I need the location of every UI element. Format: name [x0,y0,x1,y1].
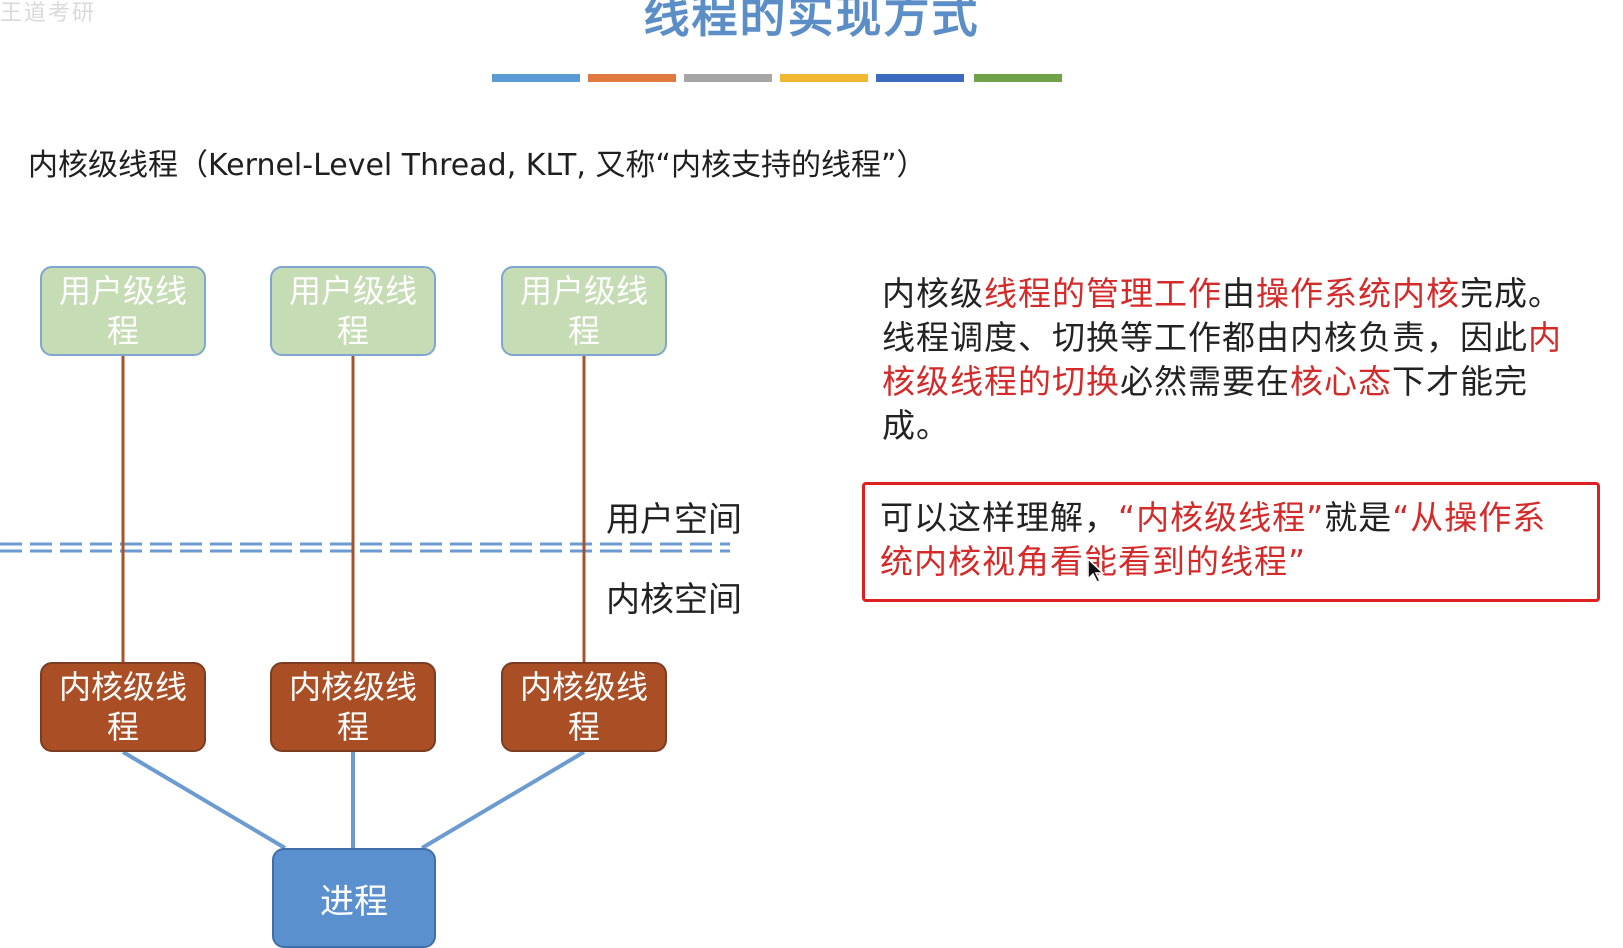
user-space-label: 用户空间 [606,500,742,540]
process-link-3 [420,750,586,850]
kernel-thread-label: 内核级线程 [288,668,417,746]
process-label: 进程 [320,881,388,922]
kernel-thread-box-3: 内核级线程 [501,662,667,752]
logo: 王道考研 [0,1,97,26]
accent-bar-4 [780,74,868,82]
desc-text: 由 [1222,274,1256,313]
user-thread-box-1: 用户级线程 [40,266,206,356]
kernel-thread-label: 内核级线程 [519,668,648,746]
note-text: 可以这样理解，“内核级线程”就是“从操作系统内核视角看能看到的线程” [880,496,1580,584]
desc-highlight: 线程的管理工作 [984,274,1222,313]
kernel-thread-box-1: 内核级线程 [40,662,206,752]
user-thread-box-2: 用户级线程 [270,266,436,356]
accent-bar-5 [876,74,964,82]
accent-bar-3 [684,74,772,82]
desc-text: 内核级 [882,274,984,313]
section-heading: 内核级线程（Kernel-Level Thread, KLT, 又称“内核支持的… [28,148,927,183]
note-box [862,482,1600,602]
page-title: 线程的实现方式 [643,0,980,43]
kernel-thread-box-2: 内核级线程 [270,662,436,752]
accent-bar-6 [974,74,1062,82]
desc-text: 下才能完成。 [882,362,1528,445]
desc-highlight: 操作系统内核 [1256,274,1460,313]
note-text-plain: 就是 [1324,498,1393,537]
kernel-thread-label: 内核级线程 [58,668,187,746]
process-box: 进程 [272,848,436,948]
user-thread-label: 用户级线程 [288,272,417,350]
user-thread-label: 用户级线程 [519,272,648,350]
desc-text: 必然需要在 [1120,362,1290,401]
user-thread-label: 用户级线程 [58,272,187,350]
kernel-space-label: 内核空间 [606,580,742,620]
desc-highlight: 核心态 [1290,362,1392,401]
description-paragraph: 内核级线程的管理工作由操作系统内核完成。线程调度、切换等工作都由内核负责，因此内… [882,272,1582,448]
desc-highlight: 内核级线程的切换 [882,318,1562,401]
accent-bar-2 [588,74,676,82]
user-thread-box-3: 用户级线程 [501,266,667,356]
note-text-plain: 可以这样理解， [880,498,1118,537]
desc-text: 完成。线程调度、切换等工作都由内核负责，因此 [882,274,1562,357]
note-highlight: “内核级线程” [1118,498,1325,537]
accent-bar-1 [492,74,580,82]
mouse-pointer-icon [1087,558,1105,583]
process-link-1 [121,750,287,850]
